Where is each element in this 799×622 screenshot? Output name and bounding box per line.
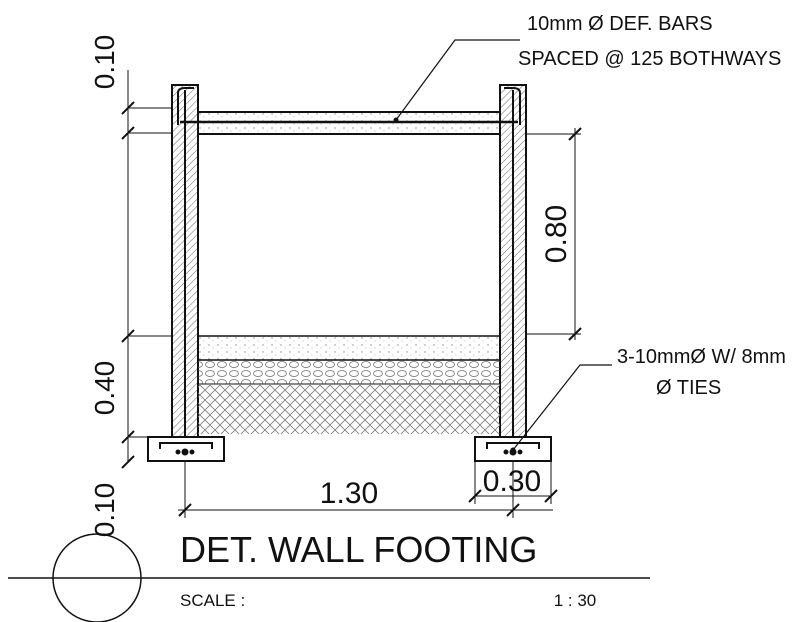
left-dimension-chain: [121, 70, 172, 469]
callout-top-bars-line2: SPACED @ 125 BOTHWAYS: [518, 48, 781, 70]
dim-footing-depth: 0.40: [89, 361, 120, 416]
dim-footing-width: 0.30: [483, 465, 541, 498]
dim-base-thickness: 0.10: [89, 483, 120, 538]
interior-ground: [197, 335, 501, 434]
left-footing: [147, 436, 225, 462]
callout-ties-line1: 3-10mmØ W/ 8mm: [617, 346, 786, 368]
top-slab: [172, 84, 526, 135]
scale-value: 1 : 30: [554, 591, 597, 610]
scale-label: SCALE :: [180, 591, 245, 610]
callout-top-bars-line1: 10mm Ø DEF. BARS: [527, 13, 713, 35]
title-block: [8, 533, 650, 622]
right-wall: [499, 84, 527, 445]
callout-ties-line2: Ø TIES: [656, 377, 721, 399]
dim-wall-height: 0.80: [540, 205, 573, 263]
leader-ties: [510, 364, 612, 453]
leader-top-bars: [393, 39, 520, 123]
left-wall: [171, 84, 199, 445]
bottom-dimension: [178, 462, 558, 518]
drawing-title: DET. WALL FOOTING: [180, 529, 537, 570]
dim-width: 1.30: [320, 477, 378, 510]
dim-slab-thickness: 0.10: [89, 35, 120, 90]
right-dimension: [526, 127, 582, 341]
